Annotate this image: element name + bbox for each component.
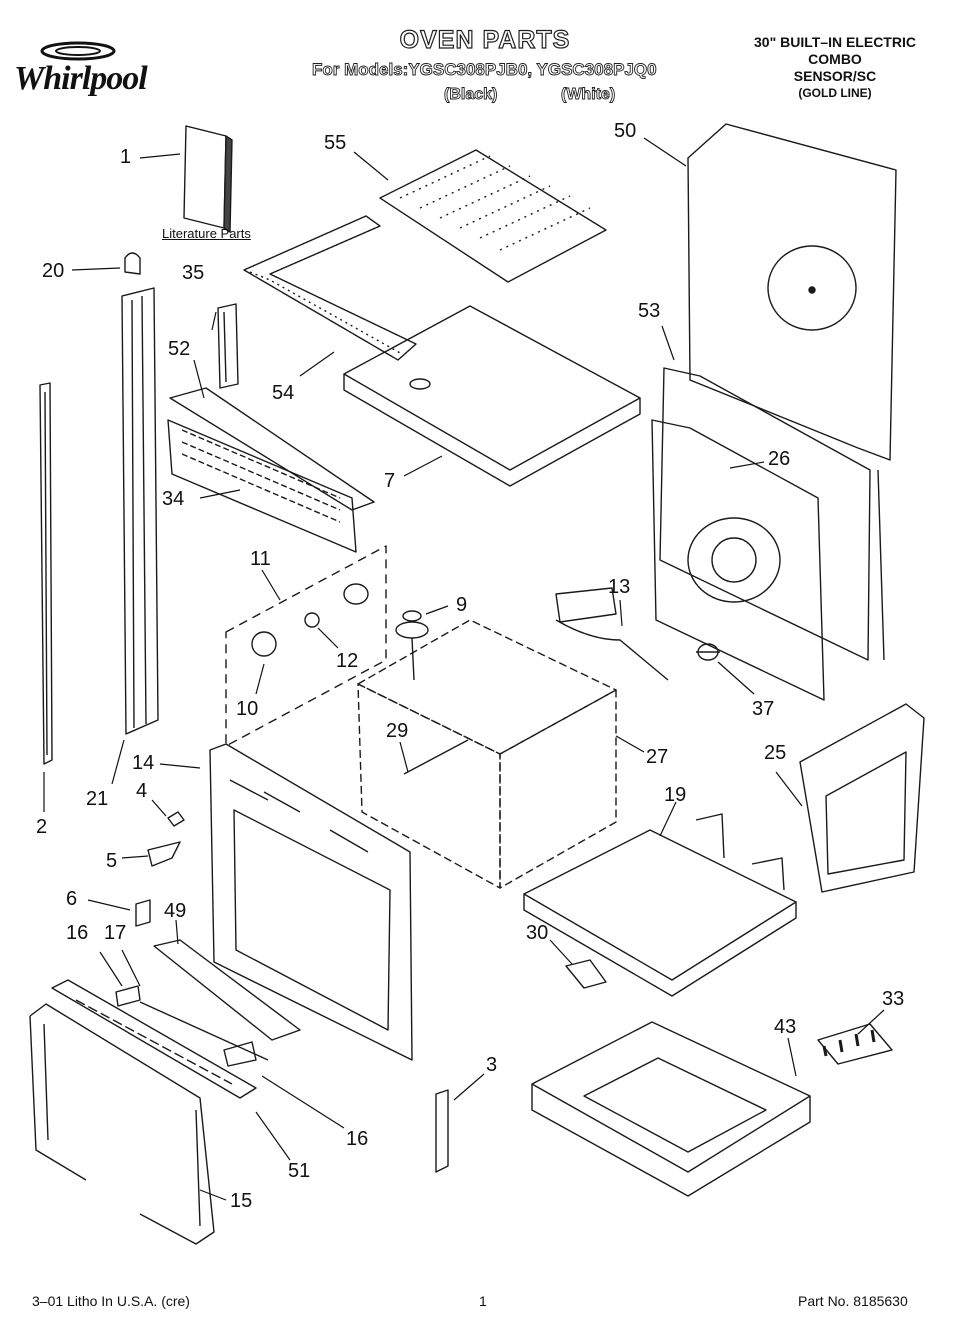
product-description: 30" BUILT–IN ELECTRIC COMBO SENSOR/SC (G…: [740, 34, 930, 102]
callout-52: 52: [168, 338, 191, 360]
callout-21: 21: [86, 788, 109, 810]
litho-footer: 3–01 Litho In U.S.A. (cre): [32, 1293, 190, 1309]
callout-16-upper: 16: [66, 922, 89, 944]
callout-19: 19: [664, 784, 687, 806]
callout-13: 13: [608, 576, 631, 598]
callout-2: 2: [36, 816, 48, 838]
callout-4: 4: [136, 780, 148, 802]
callout-20: 20: [42, 260, 65, 282]
part-15-door-gasket: [29, 1003, 215, 1245]
callout-9: 9: [456, 594, 468, 616]
leader-lines: [43, 137, 885, 1201]
part-4-screw: [167, 811, 185, 827]
part-26-heater-panel: [651, 419, 885, 701]
callout-51: 51: [288, 1160, 311, 1182]
callout-26: 26: [768, 448, 791, 470]
product-line-3: SENSOR/SC: [793, 68, 877, 84]
callout-7: 7: [384, 470, 396, 492]
part-13-sensor: [555, 587, 669, 681]
part-30-bracket: [565, 959, 607, 989]
whirlpool-logo: Whirlpool: [8, 40, 198, 100]
part-16-spacer-upper: [115, 985, 141, 1007]
part-27-oven-cavity: [357, 619, 617, 889]
callout-25: 25: [764, 742, 787, 764]
part-25-side-panel: [799, 703, 925, 893]
part-33-terminal-block: [817, 1023, 893, 1065]
part-literature-booklet: [183, 125, 233, 233]
callout-37: 37: [752, 698, 775, 720]
part-17-strip: [139, 1001, 269, 1061]
callout-49: 49: [164, 900, 187, 922]
callout-12: 12: [336, 650, 359, 672]
finish-white-label: (White): [561, 86, 616, 104]
part-43-drip-tray: [531, 1021, 811, 1197]
part-50-back-panel: [687, 123, 897, 461]
part-29-element: [403, 739, 469, 775]
part-3-bracket: [435, 1089, 449, 1173]
callout-33: 33: [882, 988, 905, 1010]
callout-16-lower: 16: [346, 1128, 369, 1150]
part-35-bracket: [217, 303, 239, 389]
part-34-vent-assembly: [167, 387, 375, 553]
callout-29: 29: [386, 720, 409, 742]
callout-5: 5: [106, 850, 118, 872]
callout-27: 27: [646, 746, 669, 768]
part-6-clip: [135, 899, 151, 927]
part-49-channel: [153, 939, 301, 1041]
part-54-frame: [243, 215, 417, 361]
part-21-side-rail: [121, 287, 159, 735]
part-5-bracket: [147, 841, 181, 867]
product-line-1: 30" BUILT–IN ELECTRIC: [754, 34, 916, 50]
page-number: 1: [479, 1293, 487, 1309]
callout-6: 6: [66, 888, 78, 910]
part-14-front-frame: [209, 743, 413, 1061]
callout-34: 34: [162, 488, 185, 510]
page-title: OVEN PARTS: [399, 25, 571, 54]
swirl-logo-icon: [40, 41, 116, 61]
part-9-fuse: [395, 610, 429, 681]
brand-name: Whirlpool: [14, 60, 148, 97]
part-7-top-panel: [343, 305, 641, 487]
part-55-insulation-pad: [379, 149, 607, 283]
product-line-4: (GOLD LINE): [798, 86, 872, 100]
callout-14: 14: [132, 752, 155, 774]
part-11-light-assembly: [225, 545, 387, 747]
callout-17: 17: [104, 922, 127, 944]
callout-11: 11: [250, 548, 271, 570]
part-2-trim-strip: [39, 382, 53, 765]
callout-50: 50: [614, 120, 637, 142]
literature-parts-label: Literature Parts: [162, 226, 251, 241]
callout-53: 53: [638, 300, 661, 322]
product-line-2: COMBO: [808, 51, 862, 67]
callout-10: 10: [236, 698, 259, 720]
callout-30: 30: [526, 922, 549, 944]
part-number: Part No. 8185630: [798, 1293, 908, 1309]
part-20-cap: [124, 252, 141, 275]
callout-55: 55: [324, 132, 347, 154]
callout-35: 35: [182, 262, 205, 284]
model-numbers: For Models:YGSC308PJB0, YGSC308PJQ0: [312, 60, 657, 80]
part-37-clip: [696, 643, 720, 661]
part-51-bottom-trim: [51, 979, 257, 1099]
finish-black-label: (Black): [444, 86, 498, 104]
callout-3: 3: [486, 1054, 498, 1076]
part-53-rear-panel: [659, 367, 871, 661]
part-19-bottom-panel: [523, 813, 797, 997]
part-16-spacer-lower: [223, 1041, 257, 1067]
callout-54: 54: [272, 382, 295, 404]
callout-43: 43: [774, 1016, 797, 1038]
callout-1: 1: [120, 146, 132, 168]
callout-15: 15: [230, 1190, 253, 1212]
